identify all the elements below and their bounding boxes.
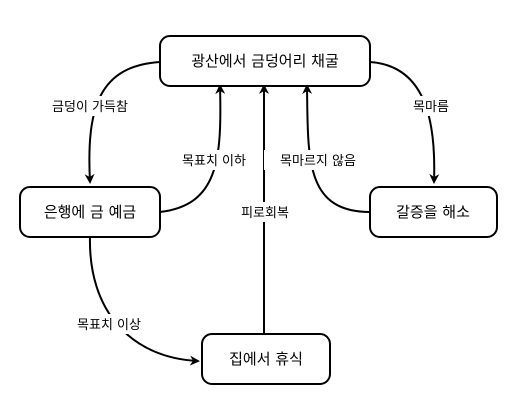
node-label-home: 집에서 휴식 [229, 350, 303, 368]
node-label-bank: 은행에 금 예금 [44, 203, 137, 221]
edge-thirsty [369, 61, 440, 184]
node-thirst: 갈증을 해소 [369, 186, 498, 238]
edge-below-goal [159, 84, 226, 213]
edge-label-rested: 피로회복 [241, 206, 289, 221]
edge-label-pockets-full: 금덩이 가득참 [52, 100, 128, 115]
edge-label-not-thirsty: 목마르지 않음 [280, 154, 356, 169]
label-bg-thirsty [402, 96, 460, 116]
edge-not-thirsty [302, 84, 371, 213]
edge-label-thirsty: 목마름 [413, 100, 449, 115]
node-mine: 광산에서 금덩어리 채굴 [159, 35, 371, 87]
edge-goal-reached [88, 235, 200, 366]
node-label-mine: 광산에서 금덩어리 채굴 [191, 52, 339, 70]
node-label-thirst: 갈증을 해소 [396, 203, 470, 221]
label-bg-below-goal [166, 150, 262, 170]
node-home: 집에서 휴식 [201, 333, 331, 385]
label-bg-goal-reached [60, 314, 158, 334]
label-bg-rested [226, 202, 304, 222]
label-bg-not-thirsty [264, 150, 372, 170]
edge-pockets-full [84, 61, 161, 184]
edge-label-below-goal: 목표치 이하 [182, 154, 246, 169]
label-bg-pockets-full [36, 96, 144, 116]
node-bank: 은행에 금 예금 [19, 186, 161, 238]
edge-label-goal-reached: 목표치 이상 [77, 318, 141, 333]
